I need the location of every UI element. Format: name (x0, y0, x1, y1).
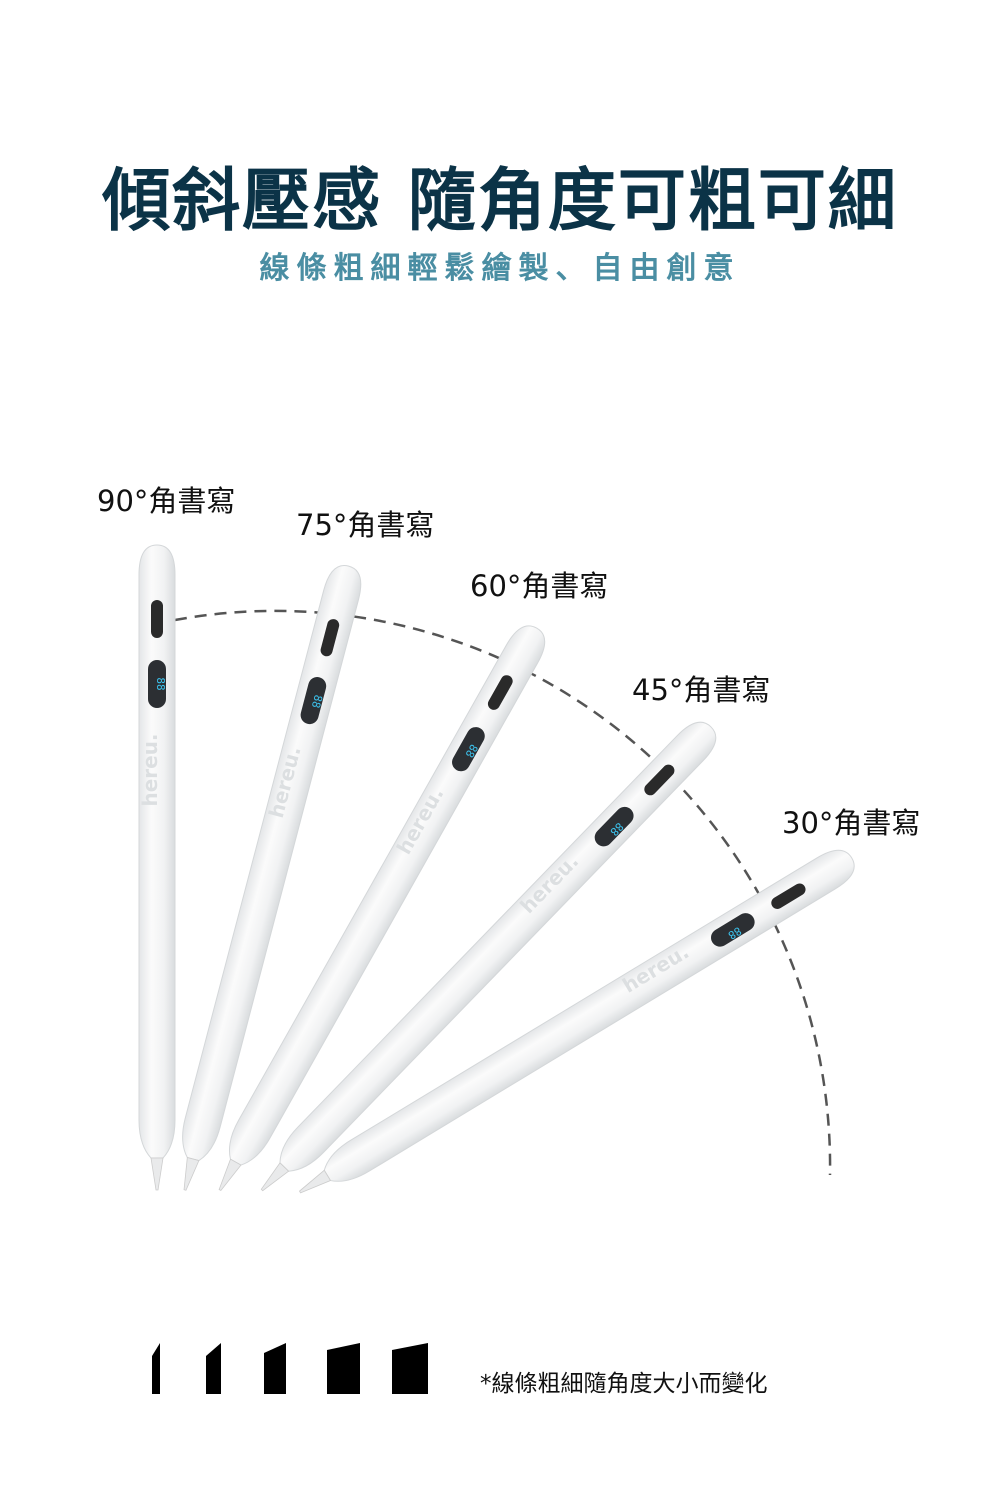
page-title: 傾斜壓感 隨角度可粗可細 (102, 162, 898, 241)
stroke-sample-60 (264, 1343, 286, 1394)
stroke-sample-90 (152, 1343, 160, 1394)
angle-label-45: 45°角書寫 (632, 673, 771, 707)
angle-label-30: 30°角書寫 (782, 806, 921, 840)
stroke-sample-75 (206, 1343, 221, 1394)
angle-label-90: 90°角書寫 (97, 484, 236, 518)
angle-label-60: 60°角書寫 (470, 569, 609, 603)
stroke-sample-45 (327, 1343, 360, 1394)
page-subtitle: 線條粗細輕鬆繪製、自由創意 (259, 251, 741, 286)
stroke-sample-30 (392, 1343, 428, 1394)
angle-label-75: 75°角書寫 (296, 508, 435, 542)
footnote: *線條粗細隨角度大小而變化 (480, 1371, 768, 1397)
